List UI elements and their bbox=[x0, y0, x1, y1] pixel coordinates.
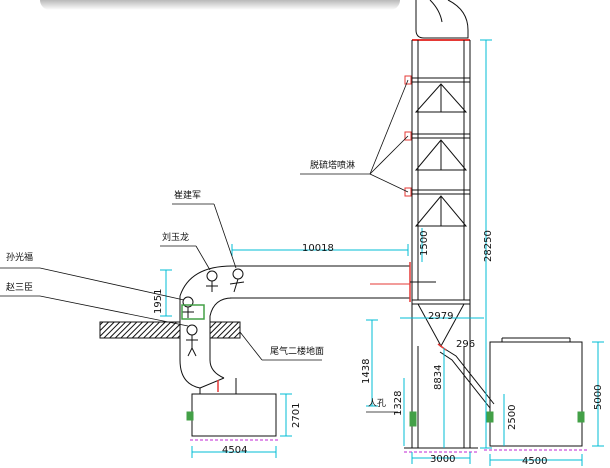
spray-tray-3 bbox=[412, 189, 470, 227]
dim-tower-base-width: 3000 bbox=[430, 454, 456, 465]
label-exhaust-floor: 尾气二楼地面 bbox=[270, 347, 325, 357]
dim-tank-height: 2500 bbox=[507, 404, 518, 430]
dim-tower-height: 28250 bbox=[483, 230, 494, 262]
dim-pipe-angle: 296 bbox=[456, 339, 476, 350]
dim-fan-base-height: 2701 bbox=[291, 402, 302, 428]
water-tank bbox=[484, 337, 588, 451]
label-worker-liu: 刘玉龙 bbox=[162, 233, 190, 243]
top-shadow bbox=[40, 0, 400, 10]
dim-tank-width: 4500 bbox=[522, 456, 548, 467]
dim-tank-total-height: 5000 bbox=[593, 384, 604, 410]
workers bbox=[181, 268, 245, 357]
floor-slab-left bbox=[99, 321, 181, 339]
dim-manhole-height: 1328 bbox=[393, 390, 404, 416]
elbow-and-fan bbox=[179, 265, 280, 441]
floor-slab-right bbox=[209, 321, 241, 339]
label-desulfurization-spray: 脱硫塔喷淋 bbox=[310, 161, 356, 171]
label-manhole: 人孔 bbox=[368, 399, 387, 409]
spray-tray-2 bbox=[412, 133, 470, 171]
dimension-lines bbox=[160, 39, 604, 466]
label-worker-sun: 孙光福 bbox=[6, 253, 34, 263]
dim-tower-lower-height: 8834 bbox=[433, 364, 444, 390]
dim-duct-length: 10018 bbox=[302, 243, 334, 254]
desulfurization-tower bbox=[404, 0, 478, 453]
exhaust-duct bbox=[230, 262, 436, 302]
dim-spray-spacing: 1500 bbox=[419, 230, 430, 256]
callout-leaders bbox=[0, 79, 409, 413]
spray-tray-1 bbox=[412, 77, 470, 113]
label-worker-cui: 崔建军 bbox=[174, 191, 202, 201]
dim-elbow-height: 1951 bbox=[153, 288, 164, 314]
dim-fan-base-width: 4504 bbox=[222, 445, 248, 456]
dim-tower-width-upper: 2979 bbox=[428, 311, 454, 322]
dim-cone-height: 1438 bbox=[361, 358, 372, 384]
label-worker-zhao: 赵三臣 bbox=[6, 283, 34, 293]
